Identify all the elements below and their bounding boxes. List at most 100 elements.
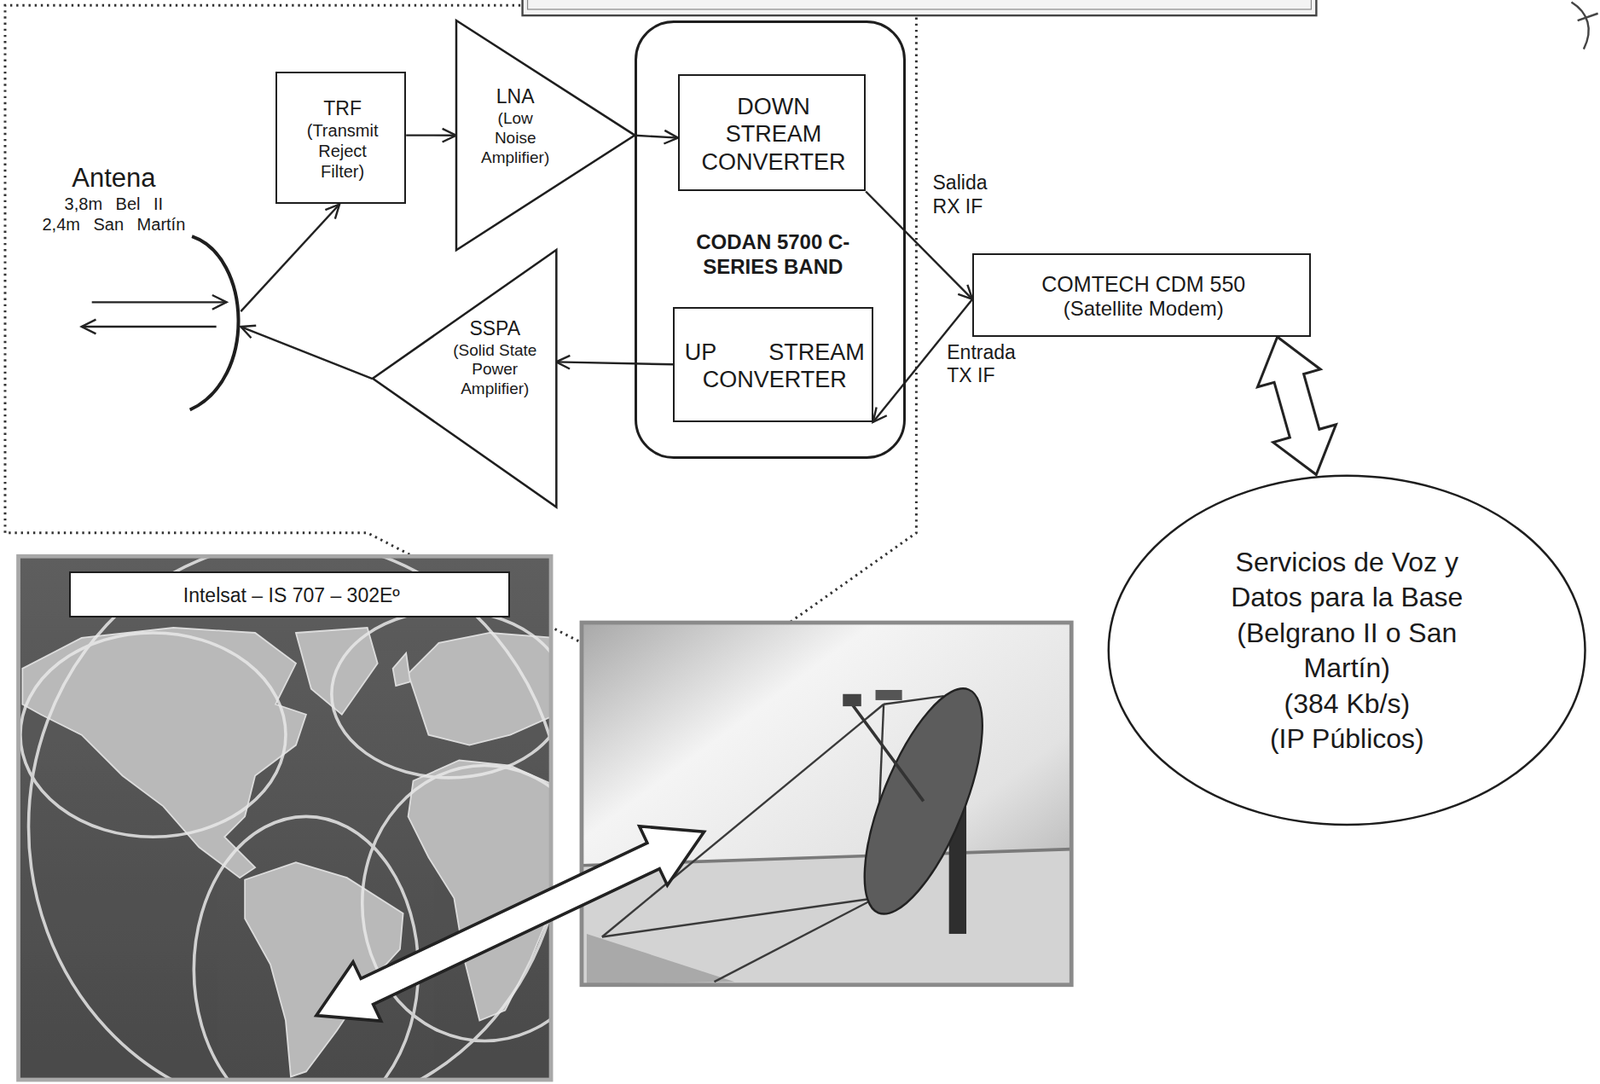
signal-arrows-part: [92, 301, 227, 303]
cut-title-box-part: [522, 0, 1317, 16]
node-title: Servicios de Voz y Datos para la Base (B…: [1204, 544, 1490, 687]
node-title: DOWN STREAM CONVERTER: [684, 92, 863, 176]
node-title: CODAN 5700 C-SERIES BAND: [676, 230, 870, 280]
amplifier-triangle-outline: [372, 249, 557, 508]
filter-box-text-area: TRF(Transmit Reject Filter): [283, 79, 402, 200]
coverage-map-part-part-part: [408, 760, 551, 1021]
signal-arrows-part: [212, 295, 227, 310]
amplifier-triangle: SSPA(Solid State Power Amplifier): [372, 249, 557, 508]
converter-box: UP STREAM CONVERTER: [672, 307, 874, 423]
antenna-photo-part-part: [840, 674, 1008, 929]
link-arrow: [316, 826, 705, 1021]
antenna-photo: [581, 622, 1072, 986]
converter-box: DOWN STREAM CONVERTER: [678, 74, 866, 192]
arrow-head: [663, 130, 679, 145]
arrow-head: [240, 325, 256, 339]
signal-label: Salida RX IF: [933, 171, 1015, 219]
antenna-photo-part-part-part: [714, 898, 876, 982]
arrow-head: [957, 284, 973, 300]
signal-arrows-part: [81, 319, 97, 335]
filter-box: TRF(Transmit Reject Filter): [275, 71, 406, 205]
pen-mark-part: [1571, 2, 1589, 50]
arrow-head: [873, 406, 887, 422]
coverage-map-part: [20, 556, 551, 1080]
antenna-photo-part-part: [852, 704, 924, 802]
coverage-map-part-part-part: [28, 556, 552, 1080]
services-ellipse-outline: [1107, 474, 1587, 827]
converter-unit-text-area: CODAN 5700 C-SERIES BAND: [676, 216, 870, 294]
converter-box-text-area: UP STREAM CONVERTER: [679, 312, 870, 420]
coverage-map-part-part-part: [193, 816, 418, 1080]
amplifier-triangle-text-area: LNA(Low Noise Amplifier): [475, 75, 556, 179]
signal-line-path: [634, 135, 679, 139]
antenna-photo-part-part: [875, 689, 903, 701]
antenna-photo-part: [581, 622, 1072, 986]
amplifier-triangle-shape: [456, 20, 635, 250]
signal-line: [556, 355, 673, 370]
antenna-photo-part-part: [842, 694, 862, 707]
coverage-map-part-part-part: [20, 632, 286, 837]
signal-line-path: [240, 326, 372, 379]
services-ellipse-shape: [1108, 475, 1586, 825]
coverage-map-part-part-part: [393, 653, 411, 686]
converter-box-text-area: DOWN STREAM CONVERTER: [684, 81, 863, 189]
antenna-text-area: Antena3,8m Bel II 2,4m San Martín: [40, 162, 187, 256]
node-title: UP STREAM CONVERTER: [679, 338, 870, 395]
satellite-label-text-area: Intelsat – IS 707 – 302Eº: [75, 574, 508, 617]
modem-box-text-area: COMTECH CDM 550(Satellite Modem): [979, 258, 1308, 335]
coverage-map-part-part-part: [331, 610, 551, 778]
coverage-map-part: [18, 556, 552, 1080]
double-arrow-shape: [1257, 336, 1336, 476]
signal-line: [634, 130, 679, 145]
node-text: (Transmit Reject Filter): [283, 120, 402, 182]
amplifier-triangle-text-area: SSPA(Solid State Power Amplifier): [443, 317, 546, 438]
pen-mark: [1571, 2, 1599, 50]
signal-line: [240, 203, 340, 312]
node-title: TRF: [283, 97, 402, 122]
signal-line: [405, 128, 457, 143]
services-ellipse: Servicios de Voz y Datos para la Base (B…: [1107, 474, 1587, 827]
signal-arrows-part: [81, 325, 217, 328]
signal-line-path: [240, 203, 340, 312]
satellite-label: Intelsat – IS 707 – 302Eº: [69, 571, 511, 618]
signal-arrows: [81, 295, 227, 334]
coverage-map: [18, 540, 608, 1084]
node-title: Intelsat – IS 707 – 302Eº: [75, 584, 508, 609]
node-title: COMTECH CDM 550: [979, 271, 1308, 297]
arrow-head: [556, 355, 570, 370]
amplifier-triangle: LNA(Low Noise Amplifier): [456, 20, 635, 250]
signal-line-path: [405, 133, 457, 137]
double-arrow: [1257, 336, 1336, 476]
node-title: SSPA: [443, 317, 546, 342]
node-text: (Solid State Power Amplifier): [443, 341, 546, 400]
coverage-map-part-part-part: [22, 627, 307, 878]
antenna-photo-part-part-part: [602, 898, 876, 937]
arrow-head: [324, 203, 340, 219]
pen-mark-part: [1577, 13, 1599, 21]
signal-line: [240, 325, 372, 379]
node-title: Antena: [40, 162, 187, 194]
node-text: (384 Kb/s): [1204, 686, 1490, 723]
callout-frame: [5, 5, 916, 696]
antenna-photo-part-part-part: [602, 704, 884, 938]
antenna: Antena3,8m Bel II 2,4m San Martín: [40, 157, 242, 413]
arrow-head: [442, 128, 457, 143]
node-text: (Satellite Modem): [979, 296, 1308, 322]
signal-line-path: [556, 361, 673, 365]
coverage-map-part-part: [20, 556, 551, 1080]
antenna-photo-part-part: [586, 933, 735, 985]
cut-title-box: [522, 0, 1317, 16]
antenna-photo-part: [581, 622, 1072, 986]
node-title: LNA: [475, 85, 556, 110]
node-text: (IP Públicos): [1204, 721, 1490, 758]
node-text: (Low Noise Amplifier): [475, 109, 556, 168]
coverage-map-part-part: [22, 627, 551, 1077]
converter-unit: CODAN 5700 C-SERIES BAND DOWN STREAM CONV…: [634, 20, 906, 459]
node-text: 3,8m Bel II 2,4m San Martín: [40, 193, 187, 235]
signal-label: Entrada TX IF: [946, 341, 1041, 389]
amplifier-triangle-shape: [372, 249, 557, 508]
cut-title-box-part: [527, 0, 1312, 10]
amplifier-triangle-outline: [456, 20, 635, 250]
modem-box: COMTECH CDM 550(Satellite Modem): [972, 253, 1311, 337]
